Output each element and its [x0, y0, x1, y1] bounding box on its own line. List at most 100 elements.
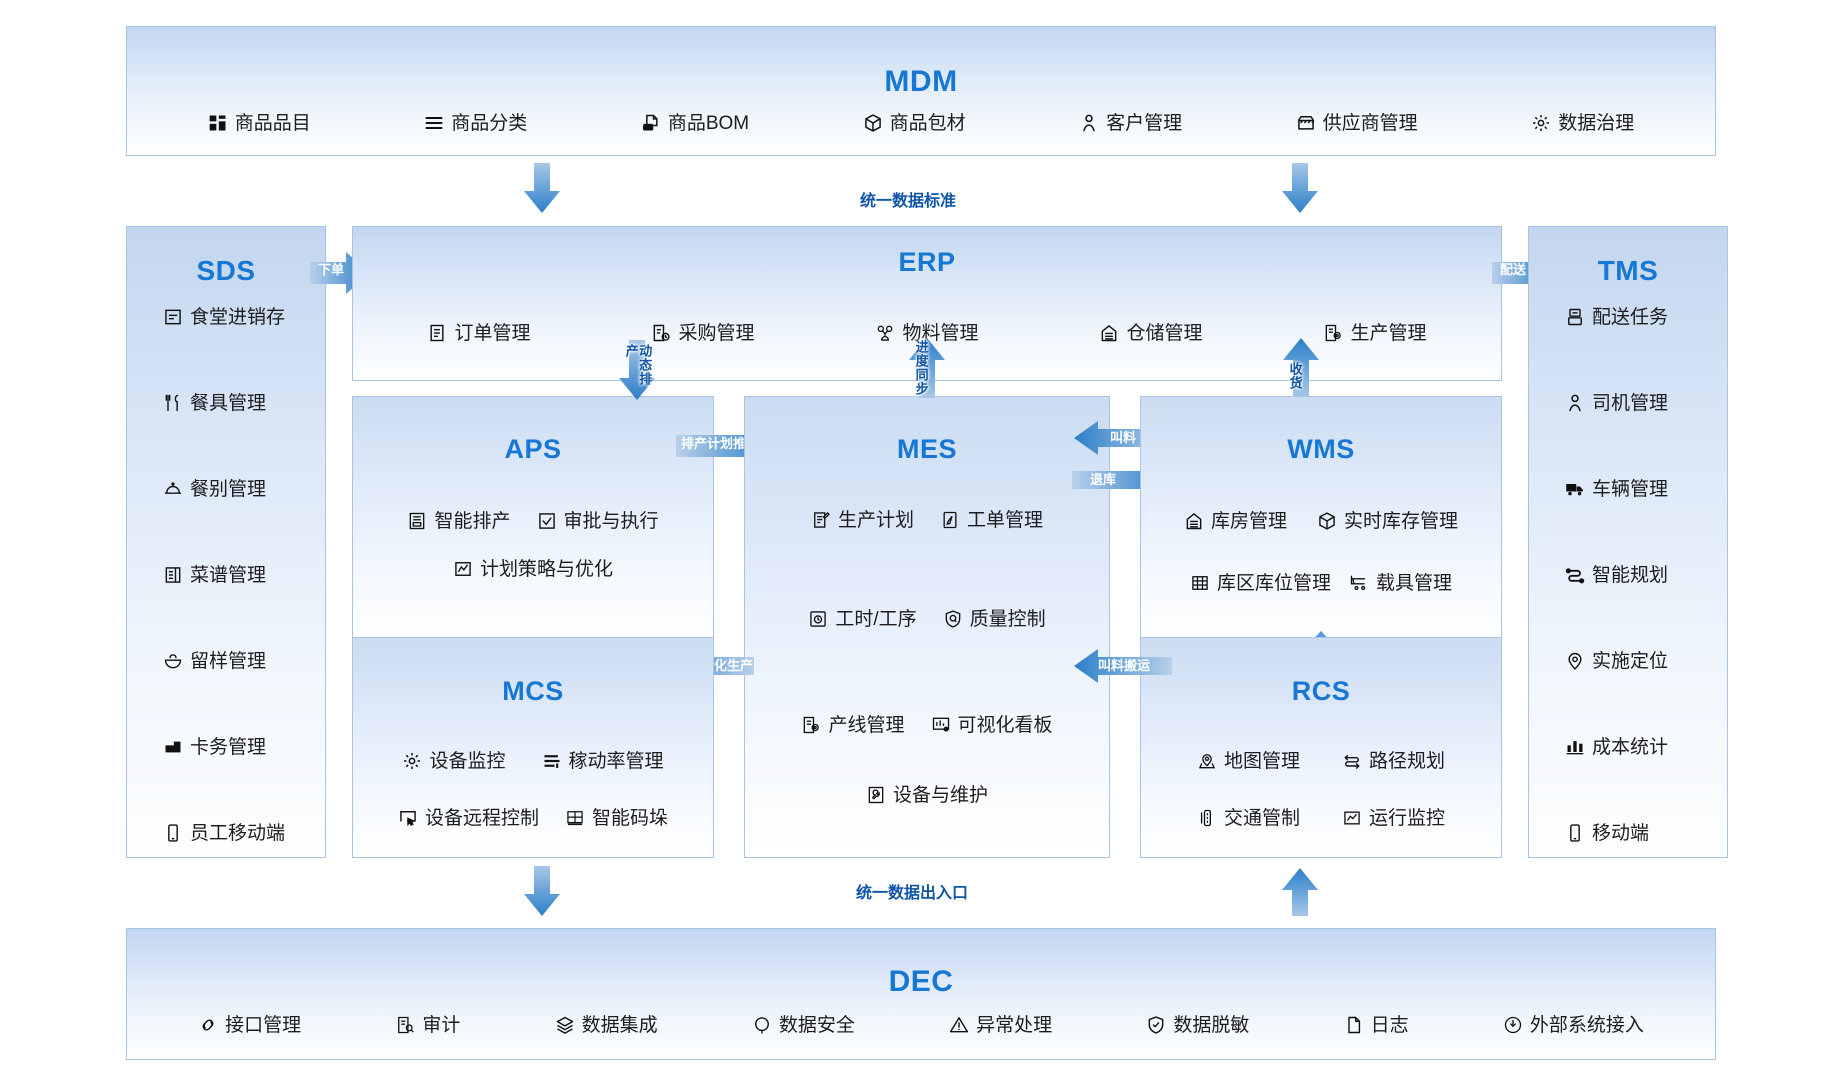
flow-unified-standard: 统一数据标准: [860, 193, 957, 210]
arrow-mes-to-erp: [907, 336, 947, 400]
tms-item-3-label: 智能规划: [1592, 564, 1669, 586]
tms-item-0[interactable]: 配送任务: [1565, 307, 1668, 327]
aps-item-1[interactable]: 审批与执行: [537, 511, 659, 531]
monitor-chart-icon: [1342, 808, 1362, 828]
sds-item-6[interactable]: 员工移动端: [163, 823, 285, 843]
mcs-item-0[interactable]: 设备监控: [402, 751, 506, 771]
flow-label-order: 下单: [318, 262, 345, 277]
sds-item-list: 食堂进销存 餐具管理 餐别管理 菜谱管理 留样管理 卡务管理: [127, 307, 325, 843]
mdm-item-3[interactable]: 商品包材: [863, 113, 966, 133]
dec-item-6-label: 日志: [1370, 1014, 1409, 1036]
tms-item-5[interactable]: 成本统计: [1565, 737, 1668, 757]
mdm-item-4[interactable]: 客户管理: [1079, 113, 1182, 133]
tms-item-4[interactable]: 实施定位: [1565, 651, 1668, 671]
mes-item-0-label: 生产计划: [837, 509, 914, 531]
tms-item-2[interactable]: 车辆管理: [1565, 479, 1668, 499]
mdm-item-2[interactable]: BOM 商品BOM: [641, 113, 749, 133]
mes-item-4[interactable]: 产线管理: [801, 715, 905, 735]
mes-item-3-label: 质量控制: [969, 608, 1046, 630]
sds-item-4[interactable]: 留样管理: [163, 651, 266, 671]
arrow-mcs-to-dec: [522, 866, 562, 918]
task-box-icon: [1565, 307, 1585, 327]
sds-item-4-label: 留样管理: [190, 650, 267, 672]
dec-item-1[interactable]: 审计: [395, 1015, 460, 1035]
tms-item-1-label: 司机管理: [1592, 392, 1669, 414]
aps-item-2[interactable]: 计划策略与优化: [453, 559, 613, 579]
warehouse-icon: [1099, 323, 1119, 343]
erp-item-3-label: 仓储管理: [1126, 322, 1203, 344]
aps-item-2-label: 计划策略与优化: [479, 558, 613, 580]
user-icon: [1079, 113, 1099, 133]
mdm-item-2-label: 商品BOM: [667, 112, 750, 134]
tms-item-5-label: 成本统计: [1592, 736, 1669, 758]
erp-item-0[interactable]: 订单管理: [427, 323, 531, 343]
erp-item-3[interactable]: 仓储管理: [1099, 322, 1203, 344]
mes-item-0[interactable]: 生产计划: [811, 510, 914, 530]
erp-item-4[interactable]: 生产管理: [1323, 323, 1427, 343]
route-icon: [1565, 565, 1585, 585]
sds-item-2[interactable]: 餐别管理: [163, 479, 266, 499]
schedule-icon: [407, 511, 427, 531]
sds-item-6-label: 员工移动端: [190, 822, 286, 844]
wms-item-0[interactable]: 库房管理: [1184, 511, 1287, 531]
shop-icon: [1296, 113, 1316, 133]
gear-icon: [1531, 113, 1551, 133]
sds-item-3[interactable]: 菜谱管理: [163, 565, 266, 585]
wms-item-3-label: 载具管理: [1376, 572, 1453, 594]
mes-item-6[interactable]: 设备与维护: [866, 785, 988, 805]
mcs-item-1[interactable]: 稼动率管理: [542, 751, 664, 771]
dec-item-6[interactable]: 日志: [1344, 1015, 1409, 1035]
erp-item-2[interactable]: 物料管理: [875, 323, 979, 343]
sds-item-0[interactable]: 食堂进销存: [163, 307, 285, 327]
tms-item-1[interactable]: 司机管理: [1565, 393, 1668, 413]
wms-item-2[interactable]: 库区库位管理: [1190, 573, 1331, 593]
aps-item-0-label: 智能排产: [434, 510, 511, 532]
mdm-item-0[interactable]: 商品品目: [208, 113, 311, 133]
mcs-item-3[interactable]: 智能码垛: [565, 808, 668, 828]
rcs-item-grid-bottom: 交通管制 运行监控: [1155, 808, 1487, 828]
driver-icon: [1565, 393, 1585, 413]
mes-item-2-label: 工时/工序: [835, 608, 917, 630]
sds-item-1[interactable]: 餐具管理: [163, 393, 266, 413]
sds-item-5[interactable]: 卡务管理: [163, 737, 266, 757]
dec-item-0[interactable]: 接口管理: [198, 1015, 301, 1035]
wms-item-1[interactable]: 实时库存管理: [1317, 511, 1458, 531]
dec-item-3[interactable]: 数据安全: [752, 1015, 855, 1035]
rcs-item-3[interactable]: 运行监控: [1342, 808, 1445, 828]
mdm-title: MDM: [884, 65, 958, 98]
rcs-item-0[interactable]: 地图管理: [1197, 751, 1300, 771]
wms-item-3[interactable]: 载具管理: [1349, 573, 1452, 593]
bar-chart-icon: [1565, 737, 1585, 757]
mes-item-5[interactable]: 可视化看板: [931, 715, 1053, 735]
tms-item-6-label: 移动端: [1592, 822, 1650, 844]
aps-item-0[interactable]: 智能排产: [407, 510, 511, 532]
work-order-icon: [940, 510, 960, 530]
erp-item-1[interactable]: 采购管理: [651, 323, 755, 343]
mcs-item-2[interactable]: 设备远程控制: [398, 808, 539, 828]
mdm-item-1[interactable]: 商品分类: [424, 113, 527, 133]
line-gear-icon: [801, 715, 821, 735]
mobile-icon: [163, 823, 183, 843]
tms-item-3[interactable]: 智能规划: [1565, 565, 1668, 585]
traffic-icon: [1197, 808, 1217, 828]
mdm-item-6[interactable]: 数据治理: [1531, 113, 1634, 133]
map-pin-icon: [1197, 751, 1217, 771]
rcs-item-0-label: 地图管理: [1223, 750, 1300, 772]
cutlery-icon: [163, 393, 183, 413]
dec-item-2[interactable]: 数据集成: [555, 1015, 658, 1035]
tms-item-6[interactable]: 移动端: [1565, 823, 1649, 843]
aps-item-grid: 智能排产 审批与执行 计划策略与优化: [367, 511, 699, 579]
rcs-item-1[interactable]: 路径规划: [1342, 751, 1445, 771]
sds-panel: SDS 食堂进销存 餐具管理 餐别管理 菜谱管理 留样管理: [126, 226, 326, 858]
mes-item-1[interactable]: 工单管理: [940, 510, 1043, 530]
rcs-item-2[interactable]: 交通管制: [1197, 808, 1300, 828]
mes-item-3[interactable]: 质量控制: [943, 609, 1046, 629]
mdm-item-5[interactable]: 供应商管理: [1296, 113, 1418, 133]
mes-item-2[interactable]: 工时/工序: [808, 608, 917, 630]
erp-item-row: 订单管理 采购管理 物料管理 仓储管理 生产管理: [367, 323, 1487, 343]
dec-item-5[interactable]: 数据脱敏: [1146, 1015, 1249, 1035]
dec-item-7[interactable]: 外部系统接入: [1503, 1015, 1644, 1035]
flow-label-call-transport: 叫料搬运: [1098, 658, 1151, 673]
mdm-item-1-label: 商品分类: [451, 112, 528, 134]
dec-item-4[interactable]: 异常处理: [949, 1015, 1052, 1035]
